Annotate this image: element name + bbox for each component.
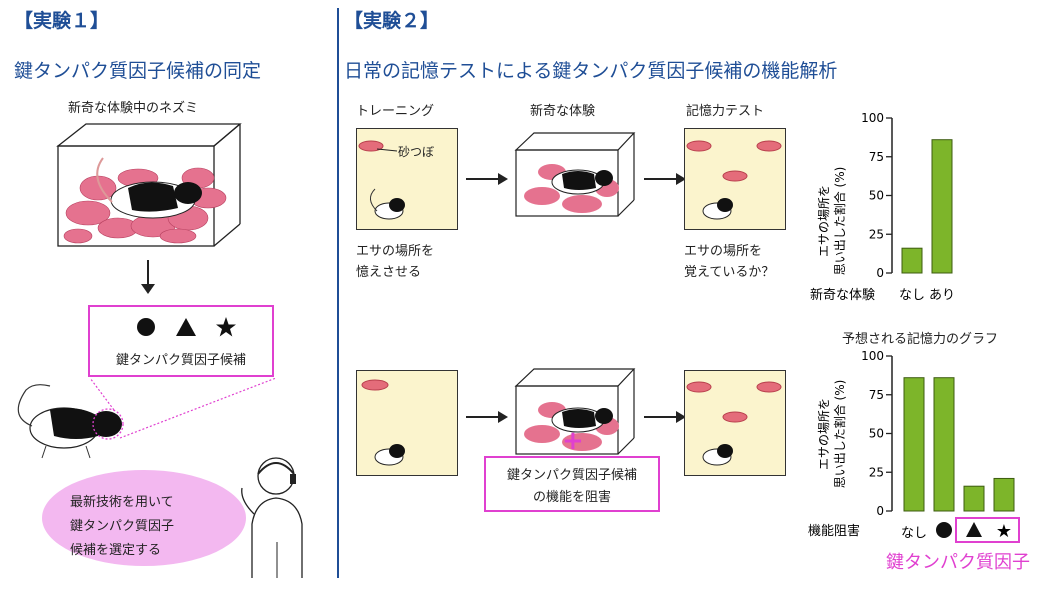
inhibit-box: 鍵タンパク質因子候補 の機能を阻害 bbox=[484, 456, 660, 512]
chart1-bar bbox=[901, 247, 923, 274]
training-panel-2 bbox=[356, 370, 458, 476]
chart2-ytick-label: 50 bbox=[869, 427, 884, 441]
down-arrow-line bbox=[147, 260, 149, 290]
down-arrow-head bbox=[141, 284, 155, 294]
inhibit-line-2: の機能を阻害 bbox=[532, 490, 611, 505]
circle-icon bbox=[936, 522, 952, 538]
speech-bubble bbox=[42, 470, 246, 566]
star-icon: ★ bbox=[996, 521, 1012, 542]
arrow-3-line bbox=[466, 416, 500, 418]
key-factor-box bbox=[955, 517, 1020, 543]
arrow-1-head bbox=[498, 173, 508, 185]
test-panel-2-art bbox=[686, 381, 782, 466]
test-panel-art bbox=[686, 140, 782, 220]
researcher-icon bbox=[241, 457, 303, 578]
candidate-symbols bbox=[137, 317, 236, 337]
chart1-bar bbox=[931, 139, 953, 274]
chart2-ytick-label: 25 bbox=[869, 465, 884, 479]
mouse-with-brain-illustration bbox=[17, 377, 277, 459]
training-caption-2: 憶えさせる bbox=[356, 265, 422, 280]
chart1-ylabel-1: エサの場所を bbox=[817, 185, 831, 257]
test-caption-2: 覚えているか？ bbox=[684, 265, 775, 280]
arrow-4-head bbox=[676, 411, 686, 423]
arrow-4-line bbox=[644, 416, 678, 418]
exp1-title: 【実験１】 bbox=[14, 10, 110, 32]
arrow-3-head bbox=[498, 411, 508, 423]
training-panel bbox=[356, 128, 458, 230]
bubble-line-2: 鍵タンパク質因子 bbox=[70, 519, 175, 534]
chart-2: エサの場所を 思い出した割合 (%) 100 75 50 25 0 機能阻害 なし ★ bbox=[808, 349, 1020, 543]
exp2-title: 【実験２】 bbox=[344, 10, 440, 32]
chart1-ytick-label: 50 bbox=[869, 189, 884, 203]
triangle-icon bbox=[176, 318, 196, 336]
inhibit-line-1: 鍵タンパク質因子候補 bbox=[506, 468, 637, 483]
chart2-ytick-label: 100 bbox=[861, 349, 884, 363]
triangle-icon bbox=[966, 522, 982, 537]
arrow-2-head bbox=[676, 173, 686, 185]
chart2-bar bbox=[903, 377, 925, 512]
chart1-category-label: あり bbox=[929, 288, 955, 303]
key-factor-label: 鍵タンパク質因子 bbox=[886, 552, 1030, 573]
chart2-category-label: なし bbox=[901, 526, 927, 541]
chart2-ylabel-1: エサの場所を bbox=[817, 398, 831, 470]
training-caption-1: エサの場所を bbox=[356, 244, 435, 259]
chart2-ytick-label: 75 bbox=[869, 388, 884, 402]
chart2-bar bbox=[933, 377, 955, 512]
plus-sign: + bbox=[562, 426, 584, 456]
step-novel-label: 新奇な体験 bbox=[530, 104, 596, 119]
novel-cage-2 bbox=[514, 368, 636, 455]
chart1-ylabel-2: 思い出した割合 (%) bbox=[832, 167, 847, 276]
test-panel bbox=[684, 128, 786, 230]
chart2-bar bbox=[963, 485, 985, 512]
training-panel-art bbox=[358, 140, 405, 220]
sand-label: 砂つぼ bbox=[398, 145, 435, 159]
step-test-label: 記憶力テスト bbox=[686, 104, 765, 119]
star-icon bbox=[216, 317, 236, 337]
chart1-xlabel: 新奇な体験 bbox=[810, 287, 875, 303]
exp2-subtitle: 日常の記憶テストによる鍵タンパク質因子候補の機能解析 bbox=[344, 60, 838, 82]
mouse-cage-illustration bbox=[56, 123, 242, 247]
test-caption-1: エサの場所を bbox=[684, 244, 763, 259]
training-panel-2-art bbox=[361, 379, 405, 466]
exp1-subtitle: 鍵タンパク質因子候補の同定 bbox=[14, 60, 262, 82]
chart1-ytick-label: 0 bbox=[876, 266, 884, 280]
chart2-ytick-label: 0 bbox=[876, 504, 884, 518]
chart-1: エサの場所を 思い出した割合 (%) 100 75 50 25 0 新奇な体験 なしあり bbox=[810, 111, 955, 303]
arrow-2-line bbox=[644, 178, 678, 180]
bubble-line-3: 候補を選定する bbox=[70, 543, 162, 558]
chart1-ytick-label: 75 bbox=[869, 150, 884, 164]
candidates-label: 鍵タンパク質因子候補 bbox=[115, 353, 246, 368]
novel-cage-1 bbox=[514, 132, 636, 217]
bubble-line-1: 最新技術を用いて bbox=[70, 495, 174, 510]
candidates-box: 鍵タンパク質因子候補 bbox=[88, 305, 274, 377]
step-training-label: トレーニング bbox=[356, 104, 435, 119]
arrow-1-line bbox=[466, 178, 500, 180]
graph2-title: 予想される記憶力のグラフ bbox=[842, 332, 999, 347]
section-divider bbox=[337, 8, 339, 578]
test-panel-2 bbox=[684, 370, 786, 476]
chart2-xlabel: 機能阻害 bbox=[808, 523, 860, 539]
chart1-ytick-label: 25 bbox=[869, 227, 884, 241]
circle-icon bbox=[137, 318, 155, 336]
chart1-category-label: なし bbox=[899, 288, 925, 303]
chart1-ytick-label: 100 bbox=[861, 111, 884, 125]
chart2-ylabel-2: 思い出した割合 (%) bbox=[832, 380, 847, 489]
chart2-bar bbox=[993, 477, 1015, 512]
cage-caption: 新奇な体験中のネズミ bbox=[68, 101, 199, 116]
